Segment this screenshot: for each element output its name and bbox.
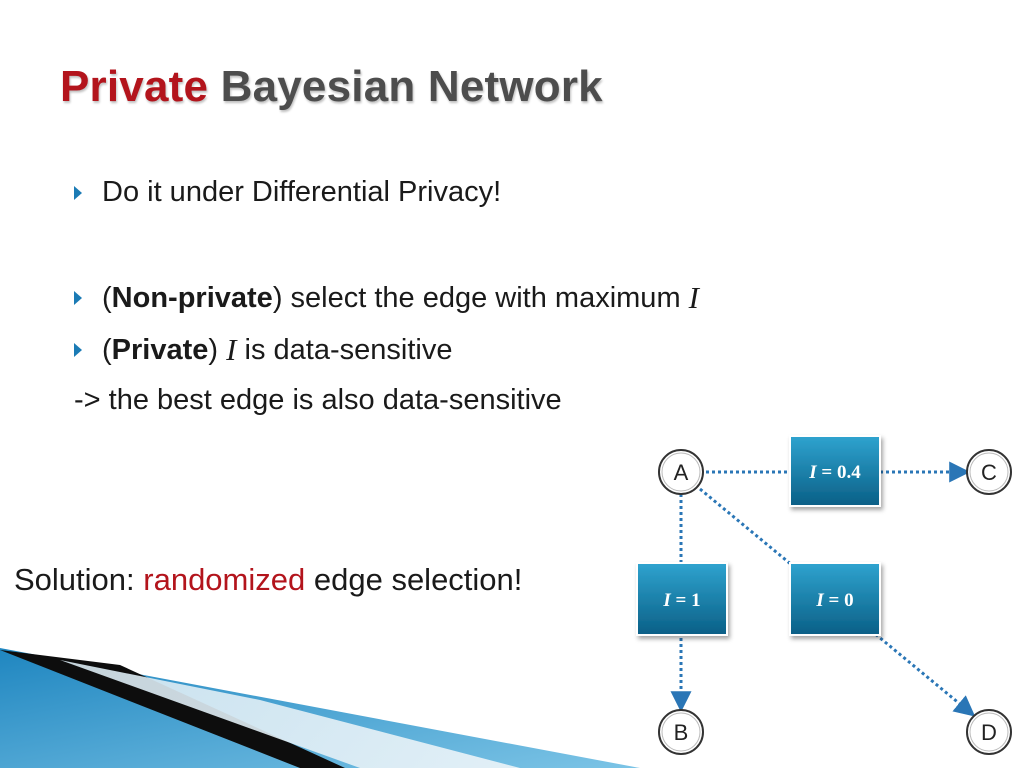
weight-box-a-c: I = 0.4 (789, 435, 881, 507)
weight-box-a-d: I = 0 (789, 562, 881, 636)
weight-var: I (815, 590, 824, 611)
bullet-close-paren: ) (272, 281, 283, 314)
node-d: D (966, 709, 1012, 755)
node-label: C (981, 460, 997, 485)
math-variable: I (688, 280, 699, 315)
bullet-arrow-icon (74, 343, 82, 357)
title-accent: Private (60, 62, 209, 111)
svg-text:I = 0: I = 0 (815, 590, 853, 611)
node-a: A (658, 449, 704, 495)
bullet-text: Do it under Differential Privacy! (102, 176, 502, 208)
bullet-private: (Private) I is data-sensitive (74, 332, 452, 368)
title-rest: Bayesian Network (220, 62, 603, 111)
weight-rel: = (671, 590, 691, 611)
solution-suffix: edge selection! (305, 562, 523, 597)
weight-value: 0.4 (837, 462, 861, 483)
page-title: Private Bayesian Network (60, 62, 603, 112)
solution-prefix: Solution: (14, 562, 144, 597)
node-c: C (966, 449, 1012, 495)
solution-highlight: randomized (143, 562, 306, 597)
bullet-open-paren: ( (102, 281, 112, 314)
svg-text:I = 1: I = 1 (662, 590, 700, 611)
solution-line: Solution: randomized edge selection! (14, 562, 522, 598)
bullet-text: select the edge with maximum (282, 281, 689, 314)
weight-var: I (808, 462, 817, 483)
math-variable: I (226, 332, 237, 367)
bullet-bold-term: Private (111, 333, 209, 366)
bullet-arrow-icon (74, 291, 82, 305)
bullet-open-paren: ( (102, 333, 112, 366)
bullet-text: is data-sensitive (236, 333, 453, 366)
weight-value: 0 (844, 590, 854, 611)
weight-var: I (662, 590, 671, 611)
weight-value: 1 (691, 590, 701, 611)
node-label: A (674, 460, 689, 485)
bullet-arrow-icon (74, 185, 82, 200)
node-label: B (674, 720, 689, 745)
svg-text:I = 0.4: I = 0.4 (808, 462, 861, 483)
weight-box-a-b: I = 1 (636, 562, 728, 636)
bullet-bold-term: Non-private (111, 281, 273, 314)
weight-rel: = (824, 590, 844, 611)
node-label: D (981, 720, 997, 745)
bullet-differential-privacy: Do it under Differential Privacy! (74, 176, 501, 209)
node-b: B (658, 709, 704, 755)
weight-rel: = (817, 462, 837, 483)
bullet-non-private: (Non-private) select the edge with maxim… (74, 280, 699, 316)
bullet-close-paren: ) (208, 333, 219, 366)
consequence-line: -> the best edge is also data-sensitive (74, 384, 562, 416)
